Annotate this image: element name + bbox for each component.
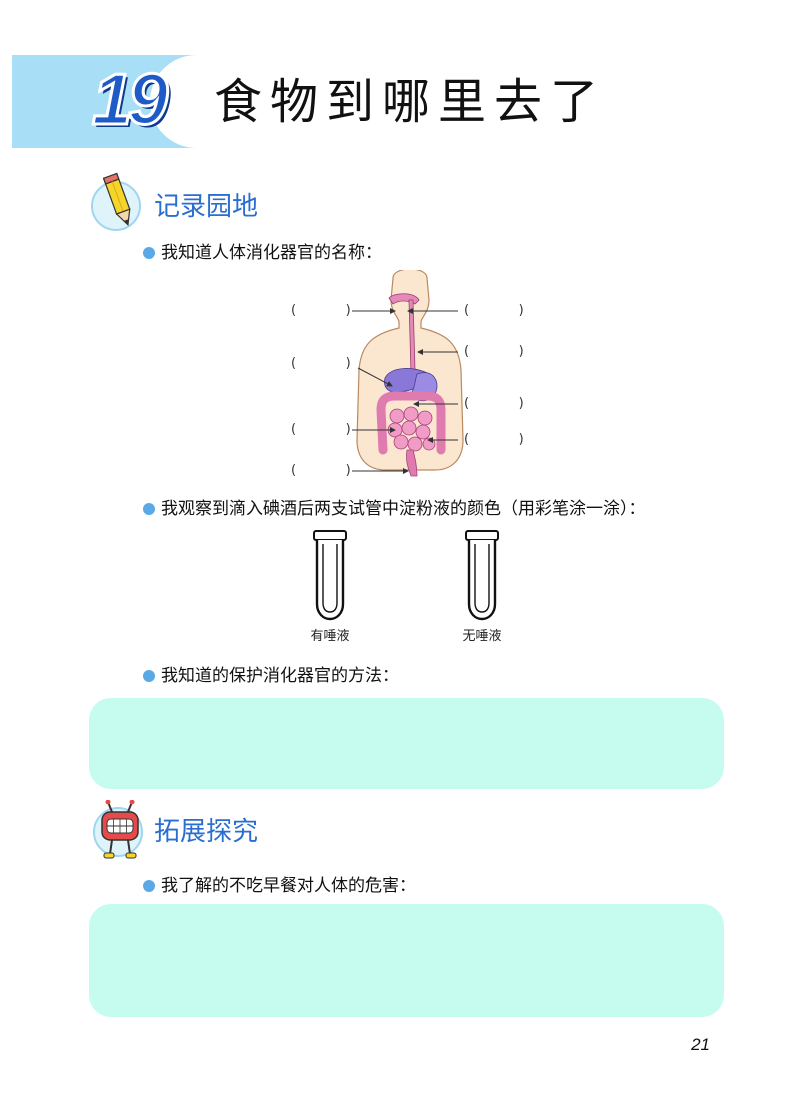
organ-blank-right-3[interactable]: ( ) <box>464 396 524 411</box>
organ-blank-left-2[interactable]: ( ) <box>291 356 351 371</box>
bullet-dot <box>143 503 155 515</box>
answer-box-protect-methods[interactable] <box>89 698 724 789</box>
bullet-organ-names: 我知道人体消化器官的名称： <box>143 241 382 265</box>
chapter-number: 19 <box>90 59 169 142</box>
bullet-dot <box>143 880 155 892</box>
tube-label-without-saliva: 无唾液 <box>462 629 502 644</box>
bullet-iodine-observation: 我观察到滴入碘酒后两支试管中淀粉液的颜色（用彩笔涂一涂）： <box>143 497 646 521</box>
page-title: 食物到哪里去了 <box>214 74 607 130</box>
bullet-skip-breakfast-harm: 我了解的不吃早餐对人体的危害： <box>143 874 416 898</box>
page-number: 21 <box>691 1035 710 1054</box>
robot-mouth-icon <box>90 799 150 864</box>
tube-label-with-saliva: 有唾液 <box>310 629 350 644</box>
organ-blank-left-4[interactable]: ( ) <box>291 463 351 478</box>
organ-blank-right-2[interactable]: ( ) <box>464 344 524 359</box>
bullet-protect-methods: 我知道的保护消化器官的方法： <box>143 664 399 688</box>
test-tube-with-saliva[interactable] <box>313 530 347 622</box>
organ-blank-right-4[interactable]: ( ) <box>464 432 524 447</box>
organ-blank-left-1[interactable]: ( ) <box>291 303 351 318</box>
bullet-dot <box>143 247 155 259</box>
bullet-dot <box>143 670 155 682</box>
organ-blank-left-3[interactable]: ( ) <box>291 422 351 437</box>
digestive-system-diagram <box>355 268 465 480</box>
section-title-extend: 拓展探究 <box>154 817 259 847</box>
test-tube-without-saliva[interactable] <box>465 530 499 622</box>
organ-blank-right-1[interactable]: ( ) <box>464 303 524 318</box>
pencil-icon <box>90 170 152 236</box>
section-title-record: 记录园地 <box>154 192 259 222</box>
header-curve <box>150 55 230 148</box>
answer-box-skip-breakfast-harm[interactable] <box>89 904 724 1017</box>
